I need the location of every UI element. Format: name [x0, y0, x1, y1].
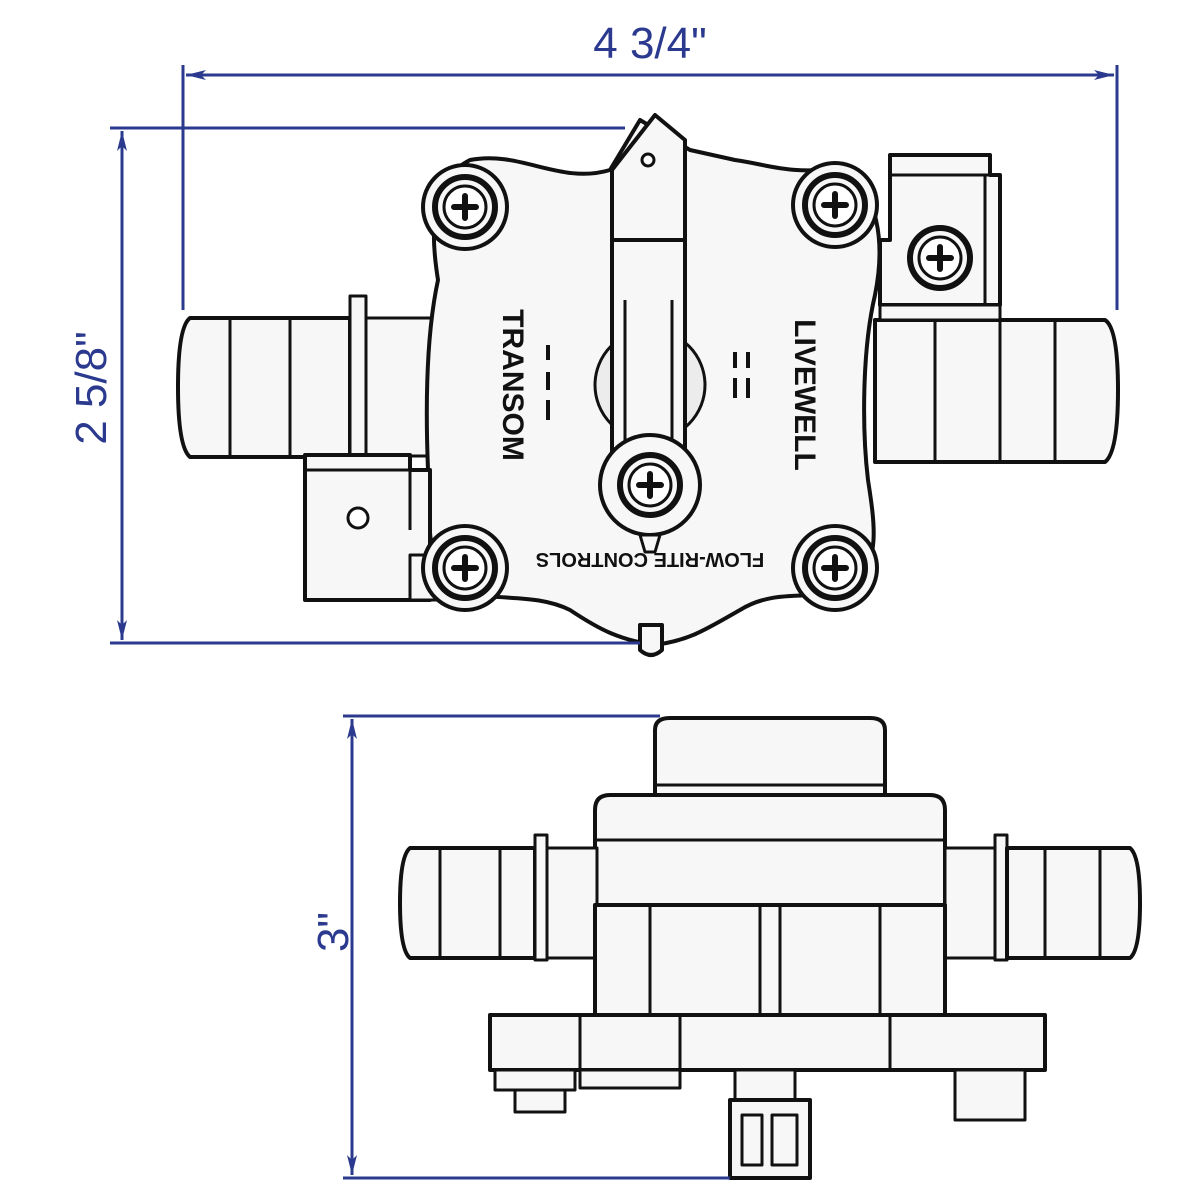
side-mid-body [593, 903, 947, 1017]
transom-label: TRANSOM [496, 309, 529, 461]
side-view [398, 716, 1142, 1180]
left-hose-barb [176, 294, 438, 459]
left-connector [303, 453, 457, 602]
side-base-plate [488, 1013, 1047, 1072]
corner-screw-tr [791, 161, 879, 249]
dimension-lines [110, 65, 1119, 1180]
width-dimension-label: 4 3/4" [593, 19, 706, 68]
selector-lever [610, 113, 687, 462]
depth-dimension-label: 3" [309, 912, 358, 952]
top-view [176, 113, 1120, 657]
connector-screw [910, 228, 970, 288]
corner-screw-bl [421, 524, 509, 612]
livewell-label: LIVEWELL [788, 319, 821, 471]
corner-screw-tl [421, 163, 509, 251]
corner-screw-br [791, 524, 879, 612]
bottom-nub [638, 623, 664, 657]
position-marks [546, 345, 750, 420]
side-left-barb [398, 833, 599, 962]
brand-label: FLOW-RITE CONTROLS [536, 548, 764, 570]
side-upper-body [593, 793, 947, 907]
side-top-cap [653, 716, 887, 797]
side-bottom-connector [728, 1068, 812, 1180]
right-hose-barb [873, 318, 1120, 464]
lever-pivot-screw [598, 433, 702, 537]
side-right-barb [943, 833, 1142, 962]
height-dimension-label: 2 5/8" [67, 331, 116, 444]
